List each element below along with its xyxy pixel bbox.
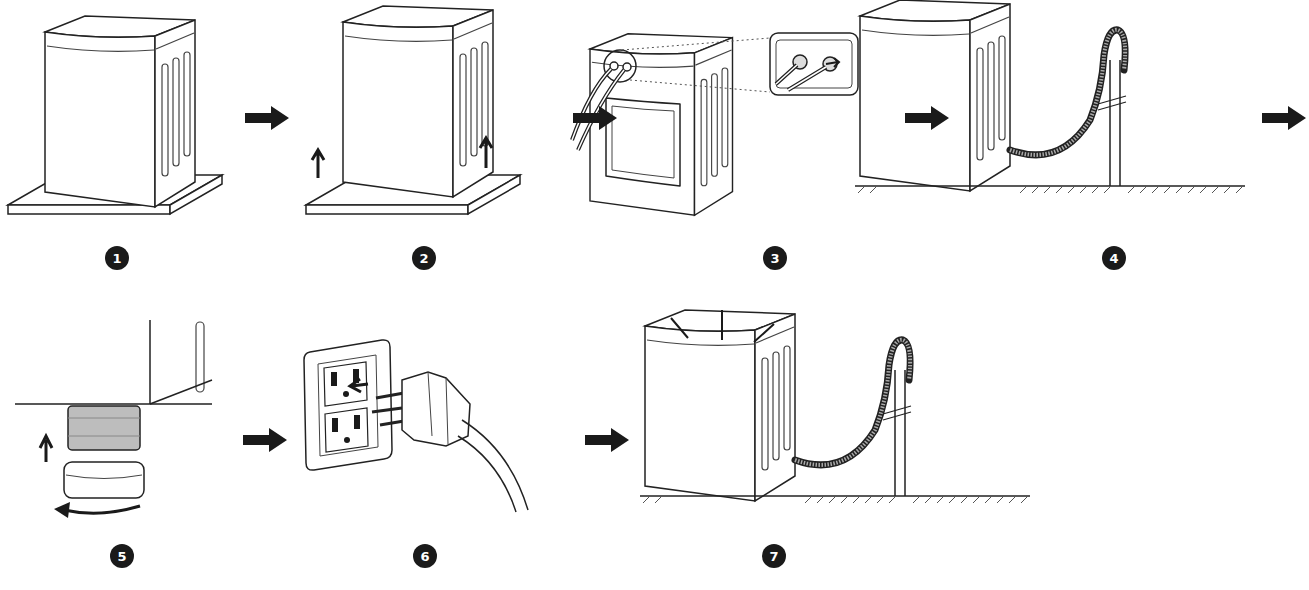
leader-line <box>622 38 770 92</box>
rear-panel <box>612 106 674 178</box>
step-number: 3 <box>763 246 787 270</box>
step-number: 2 <box>412 246 436 270</box>
raise-arrow <box>40 436 52 462</box>
turn-arrow <box>54 502 70 518</box>
ready-ray <box>671 310 774 342</box>
detail-box <box>776 40 852 88</box>
outlet <box>324 362 367 406</box>
wall-plate <box>318 355 378 456</box>
step-arrow <box>573 106 617 130</box>
step-label: 2 <box>419 252 428 265</box>
rear-panel <box>606 98 680 186</box>
floor-hatch <box>858 186 1243 193</box>
push-arrow <box>826 58 839 67</box>
washer-corner <box>15 320 212 404</box>
inlet-hose <box>776 65 826 90</box>
step-label: 5 <box>117 550 126 563</box>
washer-corner <box>150 380 212 404</box>
outlet-slot <box>354 415 360 429</box>
step-label: 1 <box>112 252 121 265</box>
drain-setup <box>640 310 1030 503</box>
washer <box>860 0 1010 191</box>
inlet-hose <box>572 69 611 140</box>
ground-hole <box>343 391 349 397</box>
hose-tie <box>1098 96 1126 110</box>
outlet <box>325 408 368 452</box>
foot-base <box>66 475 142 479</box>
inlet <box>623 63 631 71</box>
step-arrow <box>245 106 289 130</box>
inlet-hose <box>572 69 611 140</box>
foot-base <box>64 462 144 498</box>
lift-arrow <box>480 138 492 168</box>
lift-arrow <box>312 150 324 178</box>
washer-groove <box>196 322 204 392</box>
power-cord <box>458 420 528 512</box>
step-number: 5 <box>110 544 134 568</box>
outlet-slot <box>332 418 338 432</box>
drain-hose <box>1010 30 1125 155</box>
step-arrow <box>585 428 629 452</box>
step-number: 4 <box>1102 246 1126 270</box>
step-arrow <box>905 106 949 130</box>
step-number: 6 <box>413 544 437 568</box>
leveling-foot <box>68 406 140 450</box>
foot-thread <box>68 418 140 436</box>
insert-arrow <box>350 379 368 392</box>
wall-plate <box>304 340 392 470</box>
step-label: 6 <box>420 550 429 563</box>
plug-body <box>428 372 448 444</box>
inlet <box>610 62 618 70</box>
step-label: 7 <box>769 550 778 563</box>
drain-setup <box>855 0 1245 193</box>
plug-body <box>402 372 470 446</box>
step-label: 4 <box>1109 252 1118 265</box>
washer <box>343 6 493 197</box>
washer <box>590 34 733 215</box>
step-arrow <box>243 428 287 452</box>
inlet-hose <box>776 65 826 90</box>
step-number: 1 <box>105 246 129 270</box>
detail-box <box>770 33 858 95</box>
step-arrow <box>1262 106 1306 130</box>
ground-hole <box>344 437 350 443</box>
turn-arrow <box>64 506 140 513</box>
standpipe <box>1110 60 1120 186</box>
outlet-slot <box>331 372 337 386</box>
washer <box>45 16 195 207</box>
step-number: 7 <box>762 544 786 568</box>
step-label: 3 <box>770 252 779 265</box>
plug-prong <box>372 393 404 425</box>
drain-hose <box>1010 30 1125 155</box>
